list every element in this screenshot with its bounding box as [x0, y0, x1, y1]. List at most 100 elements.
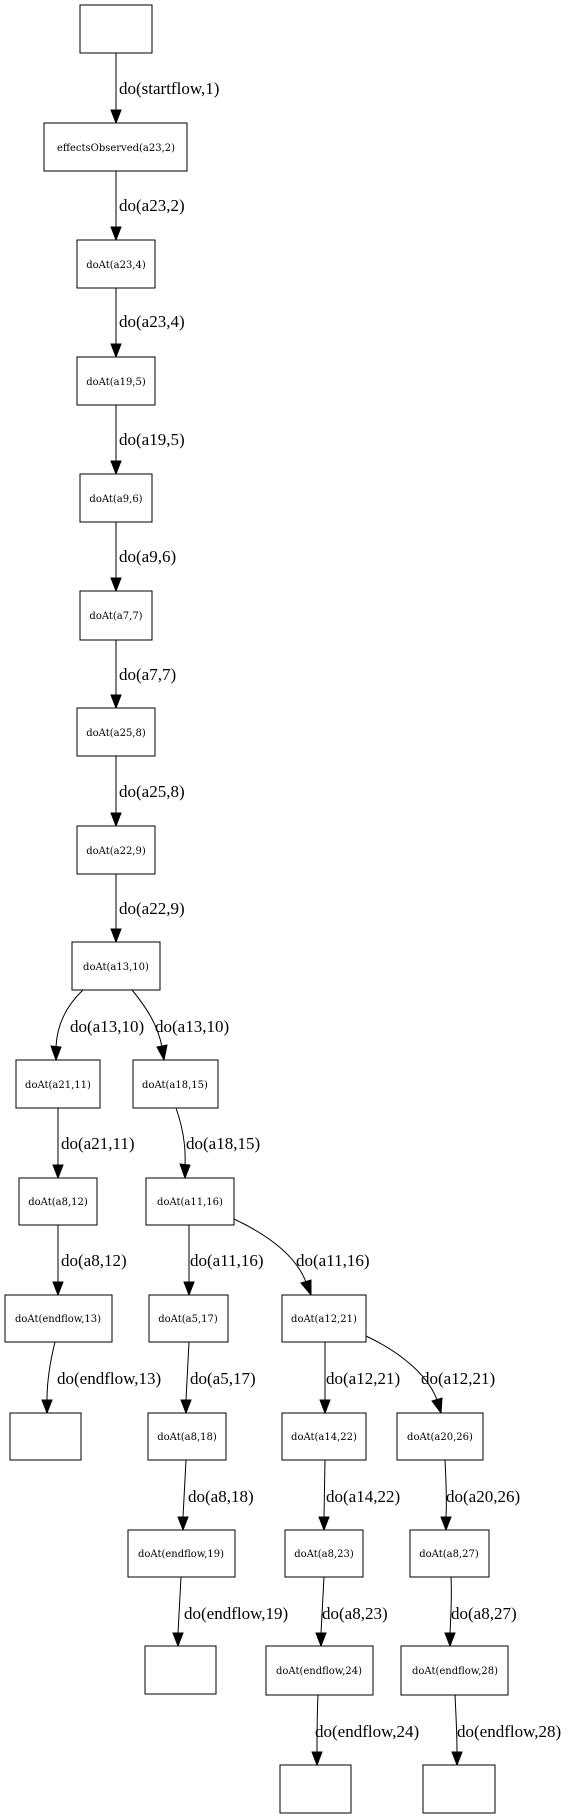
node-doat-a8-18[interactable]: doAt(a8,18) [147, 1412, 227, 1461]
node-doat-a8-27[interactable]: doAt(a8,27) [409, 1529, 490, 1578]
node-doat-a8-12[interactable]: doAt(a8,12) [18, 1177, 98, 1226]
edge-label: do(a21,11) [61, 1134, 135, 1153]
arrowhead [311, 1751, 323, 1767]
node-doat-a19-5[interactable]: doAt(a19,5) [76, 356, 156, 406]
arrowhead [177, 1516, 189, 1532]
arrowhead [300, 1279, 312, 1297]
arrowhead [52, 1164, 64, 1180]
edge-label: do(a23,4) [119, 312, 185, 331]
arrowhead [315, 1632, 327, 1648]
node-doat-a21-11[interactable]: doAt(a21,11) [15, 1059, 101, 1109]
node-end-13[interactable] [9, 1412, 82, 1461]
node-doat-a7-7[interactable]: doAt(a7,7) [79, 590, 153, 641]
arrowhead [444, 1632, 456, 1648]
edge-a7-7: do(a7,7) [110, 640, 176, 710]
edge-label: do(a22,9) [119, 899, 185, 918]
edge-label: do(a9,6) [119, 547, 176, 566]
edge-label: do(endflow,19) [184, 1604, 288, 1623]
edge-line [365, 1335, 438, 1401]
edge-a13-10-right: do(a13,10) [131, 989, 229, 1062]
node-label: doAt(a9,6) [89, 494, 142, 505]
node-end-28[interactable] [422, 1764, 496, 1814]
node-doat-a22-9[interactable]: doAt(a22,9) [76, 825, 156, 875]
node-doat-a9-6[interactable]: doAt(a9,6) [79, 473, 153, 523]
edge-a21-11: do(a21,11) [52, 1108, 135, 1180]
edge-a14-22: do(a14,22) [318, 1459, 400, 1532]
node-label: doAt(endflow,19) [138, 1549, 224, 1560]
edge-a8-23: do(a8,23) [315, 1576, 388, 1648]
node-doat-endflow-19[interactable]: doAt(endflow,19) [127, 1529, 236, 1578]
edge-label: do(a11,16) [296, 1251, 370, 1270]
arrowhead [183, 1281, 195, 1297]
edge-a5-17: do(a5,17) [180, 1341, 256, 1415]
node-label: doAt(a5,17) [158, 1314, 218, 1325]
edge-label: do(a18,15) [186, 1134, 260, 1153]
edge-a20-26: do(a20,26) [440, 1459, 520, 1532]
node-effects-observed-a23-2[interactable]: effectsObserved(a23,2) [43, 122, 188, 172]
edge-endflow-13: do(endflow,13) [41, 1341, 161, 1415]
node-doat-a20-26[interactable]: doAt(a20,26) [396, 1412, 484, 1461]
edge-a13-10-left: do(a13,10) [50, 989, 144, 1062]
node-doat-a25-8[interactable]: doAt(a25,8) [76, 707, 156, 757]
node-label: doAt(endflow,28) [412, 1666, 498, 1677]
edge-line [131, 989, 163, 1048]
edge-label: do(endflow,28) [457, 1722, 561, 1741]
arrowhead [440, 1516, 452, 1532]
node-label: doAt(a8,18) [157, 1432, 217, 1443]
arrowhead [110, 226, 122, 242]
node-doat-a13-10[interactable]: doAt(a13,10) [71, 941, 161, 991]
arrowhead [50, 1045, 62, 1062]
node-label: doAt(a12,21) [291, 1314, 357, 1325]
edge-label: do(a13,10) [155, 1017, 229, 1036]
node-start[interactable] [79, 4, 153, 54]
edge-a25-8: do(a25,8) [110, 756, 185, 828]
edge-a8-27: do(a8,27) [444, 1576, 517, 1648]
node-label: doAt(a8,12) [28, 1197, 88, 1208]
edge-endflow-19: do(endflow,19) [172, 1576, 288, 1648]
arrowhead [110, 343, 122, 359]
node-label: effectsObserved(a23,2) [57, 143, 175, 154]
edge-line [449, 1576, 452, 1634]
edge-label: do(startflow,1) [119, 79, 219, 98]
edge-label: do(a23,2) [119, 196, 185, 215]
arrowhead [110, 928, 122, 944]
node-label: doAt(a11,16) [157, 1197, 223, 1208]
edge-label: do(a19,5) [119, 430, 185, 449]
node-doat-endflow-24[interactable]: doAt(endflow,24) [265, 1645, 374, 1696]
node-doat-a12-21[interactable]: doAt(a12,21) [281, 1294, 367, 1343]
node-doat-a18-15[interactable]: doAt(a18,15) [132, 1059, 219, 1109]
edge-line [316, 1694, 319, 1753]
edge-line [320, 1576, 325, 1634]
node-doat-a8-23[interactable]: doAt(a8,23) [284, 1529, 364, 1578]
node-doat-a23-4[interactable]: doAt(a23,4) [76, 239, 156, 289]
edge-line [46, 1341, 56, 1401]
node-doat-a14-22[interactable]: doAt(a14,22) [281, 1412, 367, 1461]
edge-label: do(a7,7) [119, 665, 176, 684]
edge-endflow-28: do(endflow,28) [451, 1694, 561, 1767]
arrowhead [110, 694, 122, 710]
edge-label: do(endflow,24) [315, 1722, 419, 1741]
edge-a11-16-right: do(a11,16) [233, 1218, 370, 1297]
node-doat-endflow-28[interactable]: doAt(endflow,28) [400, 1645, 509, 1696]
node-label: doAt(a20,26) [407, 1432, 473, 1443]
arrowhead [318, 1516, 330, 1532]
edge-a12-21-right: do(a12,21) [365, 1335, 495, 1415]
edge-a23-2: do(a23,2) [110, 171, 185, 242]
edge-label: do(a20,26) [446, 1487, 520, 1506]
arrowhead [179, 1163, 191, 1180]
edge-label: do(a8,18) [188, 1487, 254, 1506]
edge-label: do(a14,22) [326, 1487, 400, 1506]
edge-a12-21-left: do(a12,21) [319, 1342, 400, 1415]
edge-a19-5: do(a19,5) [110, 405, 185, 476]
node-doat-a11-16[interactable]: doAt(a11,16) [145, 1177, 235, 1226]
node-end-19[interactable] [144, 1645, 217, 1695]
node-label: doAt(a7,7) [89, 611, 142, 622]
edge-a22-9: do(a22,9) [110, 874, 185, 944]
node-end-24[interactable] [279, 1764, 352, 1814]
arrowhead [431, 1397, 443, 1415]
node-doat-a5-17[interactable]: doAt(a5,17) [148, 1294, 229, 1343]
node-label: doAt(a25,8) [86, 728, 146, 739]
node-doat-endflow-13[interactable]: doAt(endflow,13) [4, 1294, 113, 1343]
edge-line [55, 989, 84, 1048]
